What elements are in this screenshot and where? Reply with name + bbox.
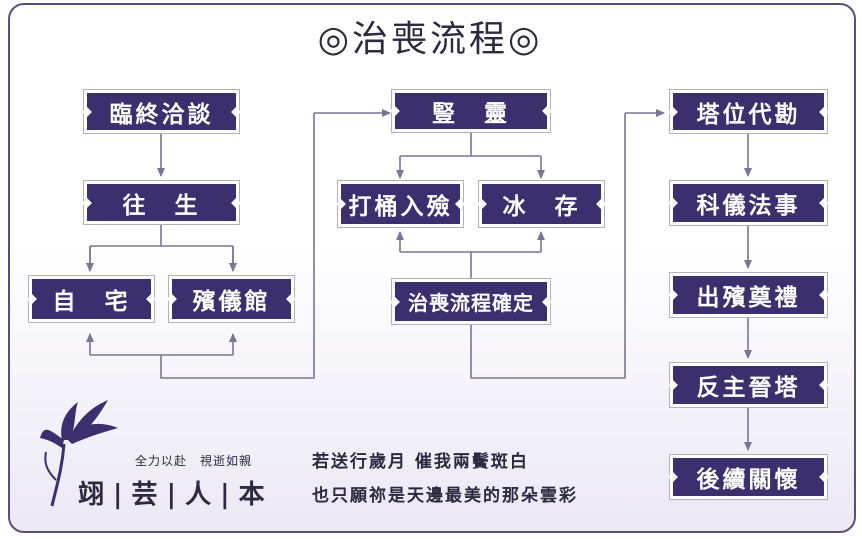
connector-line [400,251,541,278]
option-funeral-home: 殯儀館 [167,275,296,323]
poem-line-2: 也只願祢是天邊最美的那朵雲彩 [312,486,578,506]
option-home: 自 宅 [27,275,156,323]
option-cold-storage: 冰 存 [477,180,606,228]
logo-brand-name: 翊 | 芸 | 人 | 本 [78,480,265,510]
connector-line [470,113,626,379]
step-spirit-tablet: 豎 靈 [390,89,552,133]
poem-line-1: 若送行歲月 催我兩鬢斑白 [312,452,529,472]
step-funeral-ceremony: 出殯奠禮 [668,272,829,318]
connector-line [90,113,315,379]
step-passing: 往 生 [82,180,241,225]
logo-tagline: 全力以赴 視逝如親 [135,454,253,468]
connector-line [400,133,541,157]
step-religious-rites: 科儀法事 [668,180,829,226]
step-process-confirmed: 治喪流程確定 [390,278,552,325]
step-tablet-enshrinement: 反主晉塔 [668,362,829,408]
step-aftercare: 後續關懷 [668,454,829,500]
step-columbarium-survey: 塔位代勘 [668,89,829,134]
option-coffin-encoffining: 打桶入殮 [336,180,465,228]
diagram-title: ◎治喪流程◎ [317,19,543,60]
connector-line [89,225,234,271]
step-end-of-life-consultation: 臨終洽談 [82,89,241,134]
